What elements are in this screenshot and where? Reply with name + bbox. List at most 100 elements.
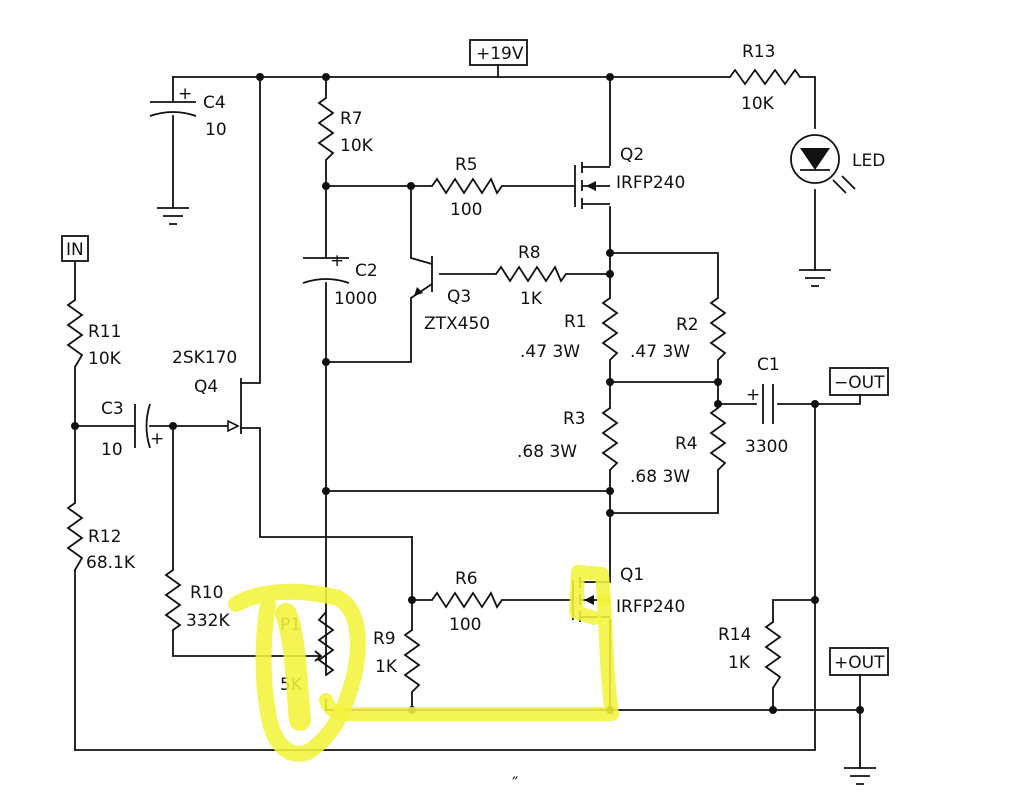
highlight-bottom-path (319, 593, 619, 721)
r3-ref: R3 (563, 409, 586, 429)
q4-jfet (227, 378, 242, 434)
q2-mosfet (574, 162, 610, 209)
r1-resistor-symbol (601, 297, 619, 361)
led-light-rays-icon (832, 175, 856, 194)
r7-value: 10K (340, 136, 374, 156)
r4-resistor-symbol (709, 407, 727, 471)
c3-ref: C3 (101, 399, 124, 419)
q3-value: ZTX450 (424, 314, 490, 334)
r9-resistor-symbol (403, 629, 421, 693)
supply-terminal-box (469, 39, 528, 66)
q4-value: 2SK170 (172, 348, 237, 368)
p1-wiper-arrow-icon (310, 650, 323, 662)
pos-out-terminal-label: +OUT (834, 653, 885, 673)
r11-ref: R11 (88, 322, 121, 342)
r9-ref: R9 (373, 629, 396, 649)
led-ref: LED (852, 151, 885, 171)
led-symbol (790, 134, 856, 194)
r11-value: 10K (88, 349, 122, 369)
q1-value: IRFP240 (616, 597, 685, 617)
q4-source-wire (240, 427, 413, 538)
yellow-highlight-annotation (228, 565, 619, 762)
q2-arrow-icon (586, 181, 596, 191)
r10-resistor-symbol (164, 569, 182, 631)
c3-value: 10 (101, 440, 123, 460)
c4-capacitor-symbol (149, 101, 197, 117)
r1-ref: R1 (564, 312, 587, 332)
r3-value: .68 3W (517, 442, 577, 462)
q3-bjt (410, 256, 433, 299)
q2-ref: Q2 (620, 145, 644, 165)
r13-value: 10K (741, 94, 775, 114)
q1-ref: Q1 (620, 565, 644, 585)
r2-resistor-symbol (709, 297, 727, 361)
r11-resistor-symbol (66, 299, 84, 368)
r10-value: 332K (186, 611, 230, 631)
r13-ref: R13 (742, 42, 775, 62)
r14-resistor-symbol (764, 621, 782, 689)
input-terminal-label: IN (66, 240, 84, 260)
r6-value: 100 (449, 615, 481, 635)
stray-mark: ″ (512, 774, 518, 791)
r7-ref: R7 (340, 109, 363, 129)
r5-value: 100 (450, 200, 482, 220)
r12-value: 68.1K (86, 553, 136, 573)
r6-ref: R6 (455, 569, 478, 589)
c3-capacitor-symbol (134, 403, 151, 449)
r8-resistor-symbol (495, 265, 567, 283)
led-body-icon (790, 134, 840, 184)
c3-plus-mark: + (150, 429, 164, 449)
q3-emitter-arrow-icon (414, 287, 423, 296)
output-ground-icon (844, 767, 876, 785)
q4-gate-arrow-icon (227, 419, 240, 433)
r13-to-led-wire (799, 76, 816, 129)
r14-wires (772, 599, 816, 711)
component-labels: R13 10K LED C4 10 R7 10K Q2 IRFP240 R5 1… (86, 42, 885, 794)
polarity-marks: + + + + (150, 84, 760, 449)
grounds (157, 207, 876, 785)
pos-out-terminal-box (829, 647, 889, 676)
neg-out-terminal-box (829, 367, 889, 396)
input-terminal-box (61, 235, 89, 262)
r14-value: 1K (728, 653, 751, 673)
r6-resistor-symbol (431, 591, 503, 609)
q3-wires (325, 185, 412, 363)
highlight-q1-gate (569, 565, 611, 625)
c1-ref: C1 (757, 355, 780, 375)
r5-ref: R5 (455, 155, 478, 175)
r4-value: .68 3W (630, 467, 690, 487)
r2-ref: R2 (676, 315, 699, 335)
neg-out-terminal-label: −OUT (834, 373, 885, 393)
q4-drain-wire (240, 76, 261, 384)
r8-value: 1K (520, 289, 543, 309)
c4-plus-mark: + (178, 84, 192, 104)
c1-value: 3300 (745, 437, 788, 457)
r9-value: 1K (375, 657, 398, 677)
r8-ref: R8 (518, 243, 541, 263)
q3-ref: Q3 (447, 287, 471, 307)
highlight-p1-fill (275, 603, 311, 731)
capacitors (134, 101, 774, 449)
r12-resistor-symbol (66, 502, 84, 571)
r12-ref: R12 (88, 527, 121, 547)
p1-potentiometer-symbol (317, 611, 335, 676)
c2-capacitor-symbol (302, 257, 350, 284)
led-ground-icon (799, 269, 831, 287)
supply-terminal-label: +19V (476, 44, 524, 64)
r3-resistor-symbol (601, 407, 619, 471)
output-return-wire (74, 403, 816, 751)
r10-ref: R10 (190, 583, 223, 603)
r14-ref: R14 (718, 625, 751, 645)
c4-ground-icon (157, 207, 189, 225)
resistors (66, 68, 801, 693)
terminals: +19V IN −OUT +OUT (61, 39, 889, 676)
q4-ref: Q4 (194, 377, 218, 397)
q1-arrow-icon (584, 595, 594, 605)
c2-value: 1000 (334, 289, 377, 309)
c1-capacitor-symbol (762, 384, 774, 424)
c4-value: 10 (205, 120, 227, 140)
c1-plus-mark: + (746, 385, 760, 405)
c2-ref: C2 (355, 261, 378, 281)
